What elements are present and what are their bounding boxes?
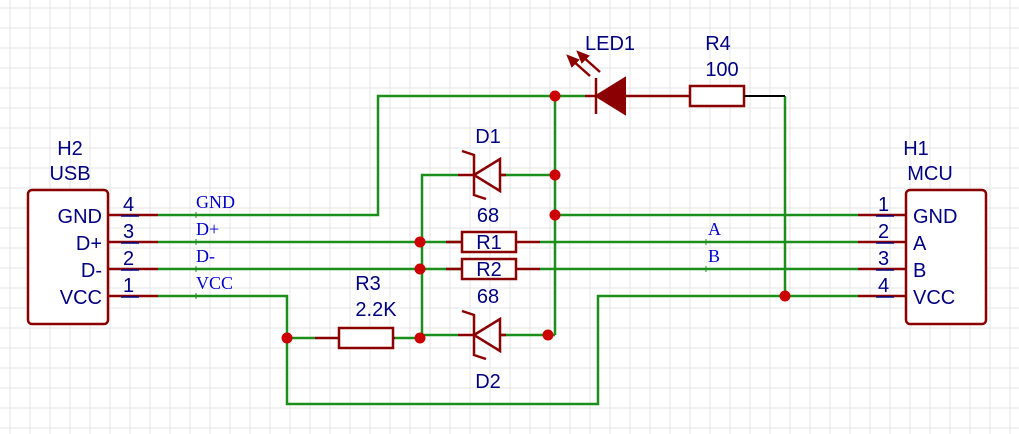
r4-value: 100 (705, 59, 738, 81)
d2-designator: D2 (475, 371, 501, 393)
wire-zener-anodes (420, 173, 458, 337)
zener-d1: D1 (458, 126, 506, 201)
d2-value: 68 (477, 286, 499, 308)
led1-designator: LED1 (585, 33, 635, 55)
r3-value: 2.2K (355, 299, 397, 321)
h1-pin4-name: VCC (913, 287, 955, 309)
junction-dot (414, 332, 426, 344)
resistor-r4: R4 100 (688, 33, 785, 108)
h1-pin2-number: 2 (878, 221, 889, 243)
h2-pin4-name: GND (58, 206, 102, 228)
h2-name: USB (49, 163, 90, 185)
h2-pin2-number: 2 (123, 248, 134, 270)
zener-d2: 68 D2 (458, 286, 506, 393)
net-label-gnd: GND (196, 192, 235, 212)
resistor-r2: R2 (446, 257, 540, 281)
h2-pin3-number: 3 (123, 221, 134, 243)
h2-designator: H2 (57, 138, 83, 160)
h2-pin2-name: D- (81, 260, 102, 282)
resistor-r3: R3 2.2K (315, 273, 397, 350)
h2-pin3-name: D+ (76, 233, 102, 255)
junction-dot (414, 236, 426, 248)
led1-arrowhead-1 (566, 54, 580, 68)
h1-pin1-number: 1 (878, 194, 889, 216)
r3-body (337, 326, 395, 350)
h1-pin1-name: GND (913, 206, 957, 228)
net-label-dplus: D+ (196, 219, 219, 239)
led1-arrowhead-2 (576, 50, 590, 64)
connector-h1: H1 MCU GND A B VCC 1 2 3 4 (858, 138, 988, 326)
h1-body (904, 188, 988, 326)
d1-designator: D1 (475, 126, 501, 148)
junction-dot (779, 290, 791, 302)
junction-dot (542, 329, 554, 341)
net-label-a: A (708, 219, 721, 239)
d1-triangle (471, 156, 502, 194)
h1-designator: H1 (903, 138, 929, 160)
junction-dot (414, 263, 426, 275)
net-label-vcc: VCC (196, 273, 233, 293)
net-label-b: B (708, 246, 720, 266)
wire-vcc-loop (158, 294, 858, 406)
connector-h2: H2 USB GND D+ D- VCC 4 3 2 1 (26, 138, 158, 326)
d2-triangle (471, 316, 502, 354)
h2-body (26, 188, 110, 326)
wire-gnd (158, 94, 585, 217)
net-label-dminus: D- (196, 246, 215, 266)
r1-designator: R1 (476, 232, 502, 254)
r4-body (688, 84, 746, 108)
r2-designator: R2 (476, 259, 502, 281)
net-labels-right: A B (705, 219, 721, 272)
h1-name: MCU (907, 163, 953, 185)
h2-pin1-name: VCC (60, 287, 102, 309)
junction-dot (281, 332, 293, 344)
h2-pin4-number: 4 (123, 194, 134, 216)
d1-value: 68 (477, 205, 499, 227)
net-labels-left: GND D+ D- VCC (195, 192, 235, 299)
resistor-r1: 68 R1 (446, 205, 540, 254)
junction-dot (549, 169, 561, 181)
h1-pin4-number: 4 (878, 275, 889, 297)
junction-dot (549, 209, 561, 221)
r3-designator: R3 (355, 273, 381, 295)
h2-pin1-number: 1 (123, 275, 134, 297)
r4-designator: R4 (705, 33, 731, 55)
h1-pin3-number: 3 (878, 248, 889, 270)
h1-pin2-name: A (913, 233, 927, 255)
junction-dot (549, 90, 561, 102)
led1: LED1 (566, 33, 690, 116)
h1-pin3-name: B (913, 260, 926, 282)
junctions (281, 90, 791, 344)
